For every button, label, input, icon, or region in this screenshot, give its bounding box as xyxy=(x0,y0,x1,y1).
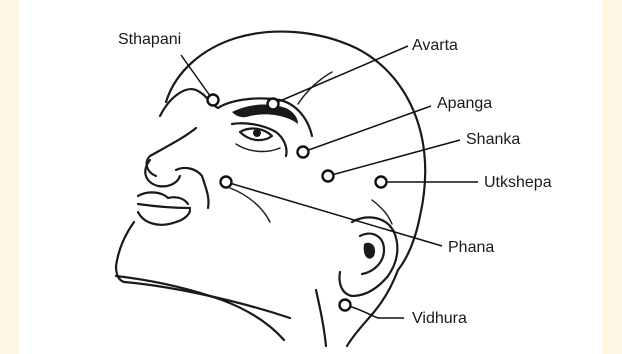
point-shanka xyxy=(323,171,334,182)
label-avarta: Avarta xyxy=(412,37,458,54)
point-avarta xyxy=(268,99,279,110)
point-phana xyxy=(221,177,232,188)
neck-side-outline xyxy=(316,290,326,346)
upper-lip xyxy=(138,192,188,204)
chin xyxy=(116,222,134,282)
scalp-outline xyxy=(166,32,425,270)
lower-lip xyxy=(138,210,190,225)
label-sthapani: Sthapani xyxy=(118,31,181,48)
label-shanka: Shanka xyxy=(466,131,520,148)
eyebrow xyxy=(232,105,298,124)
label-apanga: Apanga xyxy=(437,95,492,112)
ear-canal xyxy=(364,243,375,259)
point-sthapani xyxy=(208,95,219,106)
point-vidhura xyxy=(340,300,351,311)
leader-phana xyxy=(226,182,442,246)
temple-line xyxy=(298,72,332,104)
point-utkshepa xyxy=(376,177,387,188)
head-illustration xyxy=(116,32,425,346)
label-vidhura: Vidhura xyxy=(412,310,467,327)
point-labels: Sthapani Avarta Apanga Shanka Utkshepa P… xyxy=(118,31,552,327)
point-apanga xyxy=(298,147,309,158)
jawline xyxy=(124,282,290,318)
label-phana: Phana xyxy=(448,239,494,256)
leader-sthapani xyxy=(181,55,213,100)
nostril xyxy=(176,168,202,176)
lower-eyelid xyxy=(236,144,280,151)
leader-shanka xyxy=(328,140,460,176)
eye-pupil xyxy=(253,129,261,137)
leader-apanga xyxy=(303,106,431,152)
leader-avarta xyxy=(273,46,408,104)
label-utkshepa: Utkshepa xyxy=(484,174,552,191)
lip-line xyxy=(138,204,190,208)
nasolabial-fold xyxy=(202,176,209,208)
